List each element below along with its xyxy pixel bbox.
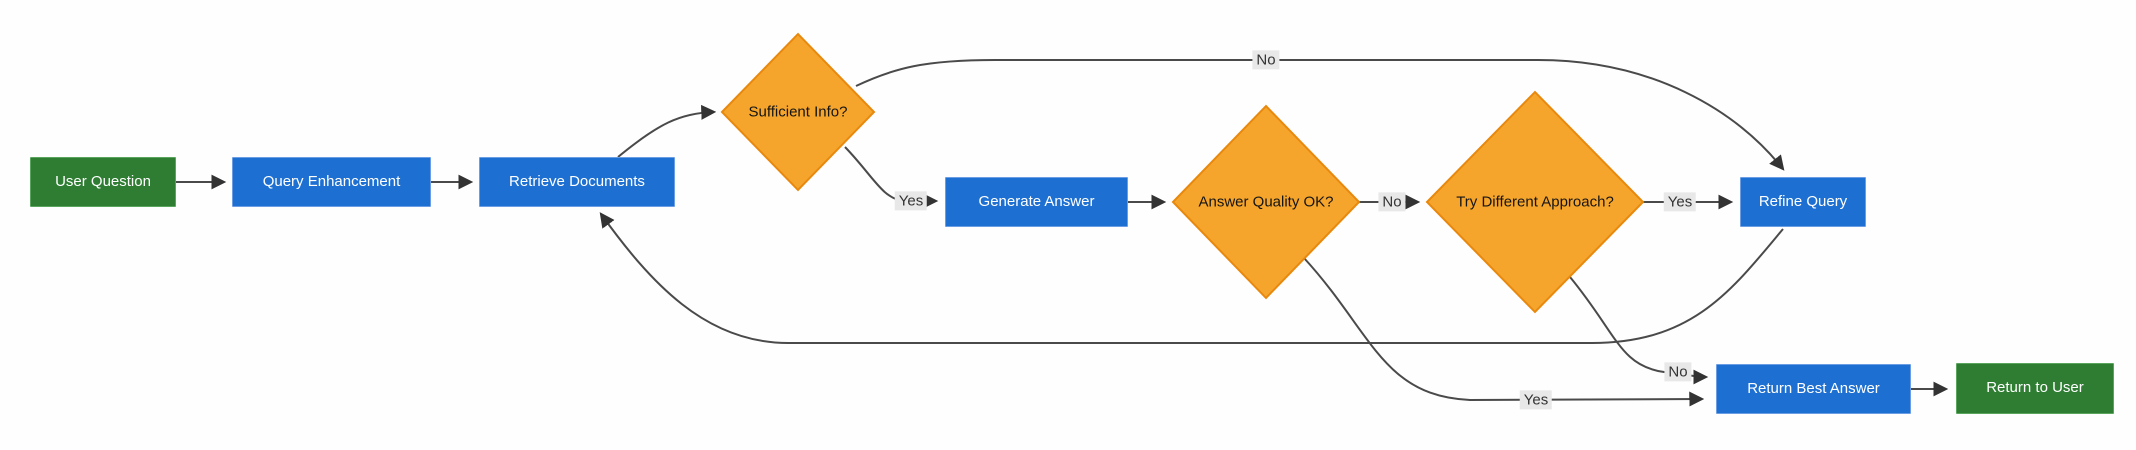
node-shape-answer-quality — [1171, 104, 1361, 300]
node-shape-try-different — [1425, 90, 1645, 314]
edge-sufficient-info-no-to-refine-query — [855, 59, 1785, 171]
node-retrieve-documents: Retrieve Documents — [479, 157, 675, 207]
edge-refine-query-to-retrieve-documents — [599, 212, 1784, 344]
edge-label-try-different-no: No — [1664, 362, 1692, 382]
node-user-question: User Question — [30, 157, 176, 207]
node-answer-quality-label: Answer Quality OK? — [1198, 193, 1334, 211]
node-query-enhancement: Query Enhancement — [232, 157, 431, 207]
node-try-different-label: Try Different Approach? — [1456, 193, 1614, 211]
edge-try-different-no-to-return-best-answer — [1569, 276, 1709, 385]
node-sufficient-info-label: Sufficient Info? — [748, 103, 848, 121]
edge-label-answer-quality-yes: Yes — [1519, 390, 1553, 410]
node-return-to-user: Return to User — [1956, 363, 2114, 414]
node-return-best-answer-label: Return Best Answer — [1747, 379, 1880, 397]
edge-retrieve-documents-to-sufficient-info — [617, 104, 717, 158]
node-shape-sufficient-info — [720, 32, 876, 192]
node-return-to-user-label: Return to User — [1986, 379, 2084, 397]
edge-answer-quality-yes-to-return-best-answer — [1303, 257, 1705, 407]
node-generate-answer-label: Generate Answer — [978, 192, 1095, 210]
node-generate-answer: Generate Answer — [945, 177, 1128, 227]
node-refine-query-label: Refine Query — [1758, 192, 1848, 210]
edge-label-sufficient-info-yes: Yes — [894, 191, 928, 211]
node-user-question-label: User Question — [55, 172, 151, 190]
node-refine-query: Refine Query — [1740, 177, 1866, 227]
node-retrieve-documents-label: Retrieve Documents — [509, 172, 645, 190]
edge-label-try-different-yes: Yes — [1663, 192, 1697, 212]
node-query-enhancement-label: Query Enhancement — [262, 172, 401, 190]
node-return-best-answer: Return Best Answer — [1716, 364, 1911, 414]
edge-label-sufficient-info-no: No — [1252, 50, 1280, 70]
edge-label-answer-quality-no: No — [1378, 192, 1406, 212]
